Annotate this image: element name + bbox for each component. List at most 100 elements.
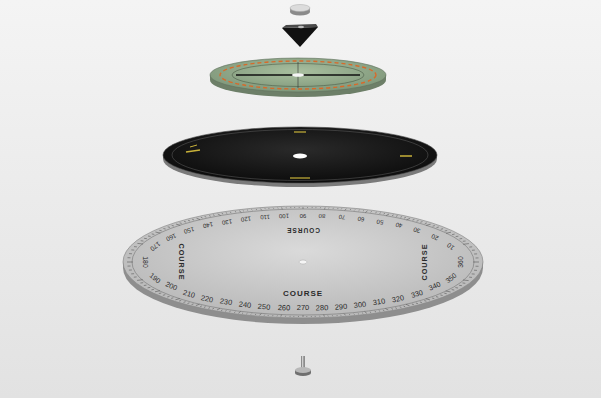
tick-mark — [247, 209, 249, 211]
tick-mark — [319, 315, 320, 317]
tick-mark — [200, 305, 202, 307]
tick-mark — [197, 218, 201, 220]
tick-mark — [148, 287, 151, 288]
tick-mark — [474, 270, 477, 271]
tick-mark — [392, 308, 394, 310]
tick-mark — [230, 212, 231, 214]
tick-mark — [365, 211, 367, 213]
tick-mark — [407, 218, 411, 219]
tick-mark — [264, 208, 266, 210]
tick-mark — [234, 311, 235, 313]
tick-mark — [320, 207, 321, 209]
tick-mark — [148, 236, 151, 237]
tick-mark — [460, 238, 463, 239]
tick-mark — [180, 222, 182, 224]
degree-number: 80 — [319, 213, 326, 219]
tick-mark — [131, 273, 134, 274]
dial-title: COURSE — [177, 243, 184, 280]
tick-mark — [469, 277, 472, 278]
tick-mark — [333, 208, 335, 209]
tick-mark — [155, 232, 160, 233]
tick-mark — [167, 296, 169, 298]
tick-mark — [168, 226, 170, 228]
tick-mark — [395, 307, 397, 309]
tick-mark — [412, 304, 414, 306]
tick-mark — [188, 302, 190, 304]
tick-mark — [137, 279, 143, 281]
tick-mark — [472, 250, 475, 251]
tick-mark — [251, 209, 253, 211]
tick-mark — [349, 314, 351, 316]
tick-mark — [213, 214, 215, 216]
degree-number: 50 — [376, 218, 384, 225]
tick-mark — [204, 306, 206, 308]
tick-mark — [476, 266, 479, 267]
dial-title: COURSE — [286, 227, 320, 234]
tick-mark — [172, 225, 174, 227]
degree-number: 90 — [300, 213, 307, 219]
tick-mark — [129, 270, 132, 271]
tick-mark — [344, 314, 346, 316]
degree-number: 220 — [201, 294, 215, 304]
degree-number: 100 — [279, 213, 289, 219]
tick-mark — [375, 212, 376, 214]
tick-mark — [286, 207, 287, 209]
tick-mark — [437, 227, 439, 229]
tick-mark — [446, 232, 451, 233]
tick-mark — [239, 211, 241, 213]
tick-mark — [474, 253, 477, 254]
tick-mark — [255, 314, 257, 316]
tick-mark — [420, 301, 422, 303]
tick-mark — [416, 303, 418, 305]
degree-number: 110 — [260, 214, 270, 221]
tick-mark — [433, 225, 435, 227]
tick-mark — [400, 216, 402, 218]
tick-mark — [128, 257, 131, 258]
tick-mark — [370, 311, 371, 313]
tick-mark — [205, 216, 207, 218]
degree-number: 40 — [395, 222, 403, 229]
tick-mark — [140, 282, 143, 283]
tick-mark — [362, 312, 363, 314]
tick-mark — [196, 304, 200, 305]
tick-mark — [436, 296, 438, 298]
tick-mark — [290, 207, 291, 208]
degree-number: 280 — [315, 304, 328, 312]
cap — [290, 5, 310, 16]
pointer — [282, 24, 318, 47]
tick-mark — [184, 221, 186, 223]
tick-mark — [141, 240, 144, 241]
tick-mark — [371, 211, 372, 213]
tick-mark — [404, 306, 406, 308]
tick-mark — [452, 289, 455, 291]
tick-mark — [375, 311, 376, 313]
tick-mark — [281, 207, 283, 209]
tick-mark — [341, 208, 343, 210]
tick-mark — [476, 257, 479, 258]
tick-mark — [212, 308, 214, 310]
tick-mark — [469, 246, 472, 247]
tick-mark — [229, 311, 230, 313]
tick-mark — [264, 314, 266, 316]
tick-mark — [327, 315, 329, 317]
tick-mark — [221, 309, 222, 311]
tick-mark — [176, 224, 180, 225]
tick-mark — [432, 298, 434, 300]
tick-mark — [306, 316, 307, 318]
tick-mark — [184, 301, 186, 303]
tick-mark — [290, 315, 291, 317]
tick-mark — [444, 293, 446, 295]
tick-mark — [159, 230, 161, 232]
tick-mark — [385, 309, 388, 311]
tick-mark — [404, 217, 406, 219]
tick-mark — [473, 262, 479, 263]
tick-mark — [208, 307, 210, 309]
tick-mark — [463, 241, 466, 242]
tick-mark — [218, 214, 221, 216]
green-disk — [210, 58, 386, 97]
tick-mark — [209, 215, 211, 217]
tick-mark — [277, 207, 279, 209]
tick-mark — [459, 285, 462, 286]
tick-mark — [163, 228, 165, 230]
